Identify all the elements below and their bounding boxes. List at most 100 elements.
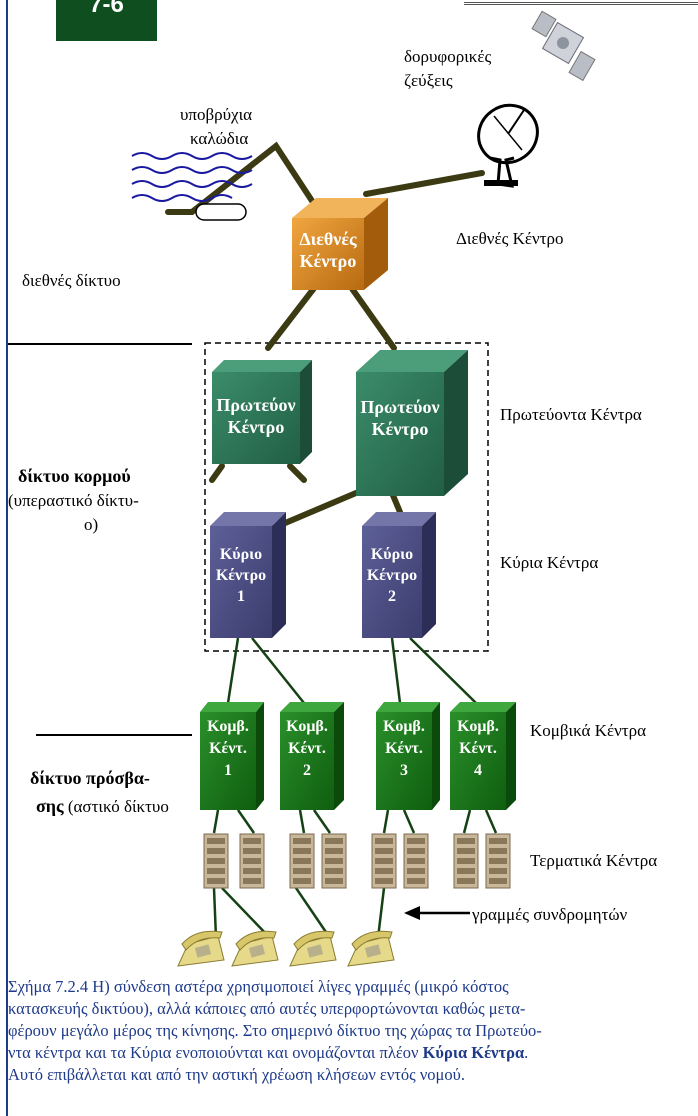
arrow-left-icon — [404, 906, 470, 920]
submarine-link — [165, 141, 321, 215]
exchange-building-icon — [239, 833, 265, 889]
telephone-icon — [289, 930, 337, 967]
access-network-title-2: σης — [36, 796, 64, 816]
submarine-cable-icon — [195, 203, 247, 221]
access-network-title-1: δίκτυο πρόσβα- — [30, 768, 150, 788]
box-line: Πρωτεύον — [360, 397, 440, 417]
satellite-dish-icon — [477, 103, 539, 188]
box-line: Κομβ. — [286, 718, 328, 735]
access-network-line-2: σης (αστικό δίκτυο — [36, 796, 169, 817]
link-primary-left-stub-1 — [209, 463, 225, 483]
primary-center-left-box — [212, 360, 312, 464]
caption-text: ντα κέντρα και τα Κύρια ενοποιούνται και… — [8, 1043, 423, 1062]
box-line: Πρωτεύον — [216, 395, 296, 415]
nodal-center-2-box — [280, 702, 344, 810]
box-line: Κύριο — [370, 546, 414, 563]
nodal-center-2-text: Κομβ. Κέντ. 2 — [280, 716, 334, 782]
exchange-building-icon — [321, 833, 347, 889]
international-center-box — [292, 198, 388, 290]
main-center-1-box — [210, 512, 286, 638]
terminal-centers-group — [203, 833, 511, 889]
exchange-building-icon — [485, 833, 511, 889]
box-line: Κέντρο — [227, 417, 285, 437]
figure-caption: Σχήμα 7.2.4 Η) σύνδεση αστέρα χρησιμοποι… — [8, 976, 696, 1086]
core-network-boundary — [204, 342, 489, 652]
core-network-subtitle-2: ο) — [84, 515, 99, 534]
primary-center-right-text: Πρωτεύον Κέντρο — [352, 396, 448, 440]
nodal-center-3-text: Κομβ. Κέντ. 3 — [376, 716, 432, 782]
waves-icon — [131, 152, 253, 202]
box-line: Κομβ. — [383, 718, 425, 735]
subscriber-lines-label: γραμμές συνδρομητών — [472, 905, 628, 924]
satellite-link — [363, 170, 485, 197]
box-line: 3 — [400, 762, 408, 779]
caption-line: Αυτό επιβάλλεται και από την αστική χρέω… — [8, 1065, 465, 1084]
nodal-centers-label: Κομβικά Κέντρα — [530, 721, 647, 740]
box-line: Κέντρο — [299, 251, 357, 271]
network-hierarchy-diagram — [8, 10, 596, 967]
nodal-center-1-box — [200, 702, 264, 810]
satellite-label-line1: δορυφορικές — [404, 47, 492, 66]
box-line: Κέντρο — [371, 419, 429, 439]
international-center-text: Διεθνές Κέντρο — [292, 228, 364, 272]
link-primary-right-main2 — [389, 490, 403, 515]
nodal-center-3-box — [376, 702, 440, 810]
caption-line: φέρουν μεγάλο μέρος της κίνησης. Στο σημ… — [8, 1021, 542, 1040]
box-line: 1 — [224, 762, 232, 779]
exchange-building-icon — [289, 833, 315, 889]
nodal-center-4-text: Κομβ. Κέντ. 4 — [450, 716, 506, 782]
link-intl-primary-right — [345, 280, 397, 351]
box-line: Κύριο — [219, 546, 263, 563]
page-number-tab: 7-6 — [56, 0, 157, 41]
main-center-2-box — [362, 512, 436, 638]
caption-line: κατασκευής δικτύου), αλλά κάποιες από αυ… — [8, 999, 526, 1018]
nodal-center-1-text: Κομβ. Κέντ. 1 — [200, 716, 256, 782]
telephones-group — [177, 930, 395, 967]
box-line: 4 — [474, 762, 482, 779]
box-line: Κέντρο — [366, 567, 418, 584]
access-links — [212, 637, 498, 939]
caption-text: . — [524, 1043, 529, 1062]
caption-line: ντα κέντρα και τα Κύρια ενοποιούνται και… — [8, 1042, 696, 1064]
terminal-centers-label: Τερματικά Κέντρα — [530, 851, 658, 870]
caption-line: Σχήμα 7.2.4 Η) σύνδεση αστέρα χρησιμοποι… — [8, 977, 509, 996]
box-line: Κέντ. — [209, 740, 247, 757]
box-line: 2 — [303, 762, 311, 779]
main-center-2-text: Κύριο Κέντρο 2 — [362, 544, 422, 607]
primary-center-right-box — [356, 350, 468, 496]
primary-center-left-text: Πρωτεύον Κέντρο — [208, 394, 304, 438]
exchange-building-icon — [453, 833, 479, 889]
nodal-center-4-box — [450, 702, 516, 810]
international-center-label: Διεθνές Κέντρο — [456, 229, 564, 248]
box-line: Κέντ. — [459, 740, 497, 757]
top-rule — [464, 2, 698, 5]
box-line: Κομβ. — [457, 718, 499, 735]
page-frame — [6, 0, 698, 1116]
access-network-subtitle: (αστικό δίκτυο — [63, 797, 169, 816]
caption-bold-term: Κύρια Κέντρα — [422, 1043, 525, 1062]
exchange-building-icon — [403, 833, 429, 889]
box-line: Κέντ. — [288, 740, 326, 757]
international-network-label: διεθνές δίκτυο — [22, 271, 121, 290]
box-line: Κέντ. — [385, 740, 423, 757]
box-line: 2 — [388, 588, 396, 605]
submarine-label-line2: καλώδια — [190, 129, 249, 148]
main-centers-label: Κύρια Κέντρα — [500, 553, 599, 572]
telephone-icon — [347, 930, 395, 967]
box-line: 1 — [237, 588, 245, 605]
satellite-icon — [531, 10, 596, 82]
telephone-icon — [177, 930, 225, 967]
box-line: Διεθνές — [299, 229, 357, 249]
core-network-title: δίκτυο κορμού — [18, 466, 131, 486]
satellite-label-line2: ζεύξεις — [404, 71, 453, 90]
main-center-1-text: Κύριο Κέντρο 1 — [210, 544, 272, 607]
primary-centers-label: Πρωτεύοντα Κέντρα — [500, 405, 642, 424]
link-intl-primary-left — [265, 280, 321, 351]
core-network-subtitle-1: (υπεραστικό δίκτυ- — [8, 491, 139, 510]
box-line: Κέντρο — [215, 567, 267, 584]
exchange-building-icon — [203, 833, 229, 889]
link-primary-left-stub-2 — [287, 463, 307, 483]
box-line: Κομβ. — [207, 718, 249, 735]
exchange-building-icon — [371, 833, 397, 889]
telephone-icon — [231, 930, 279, 967]
